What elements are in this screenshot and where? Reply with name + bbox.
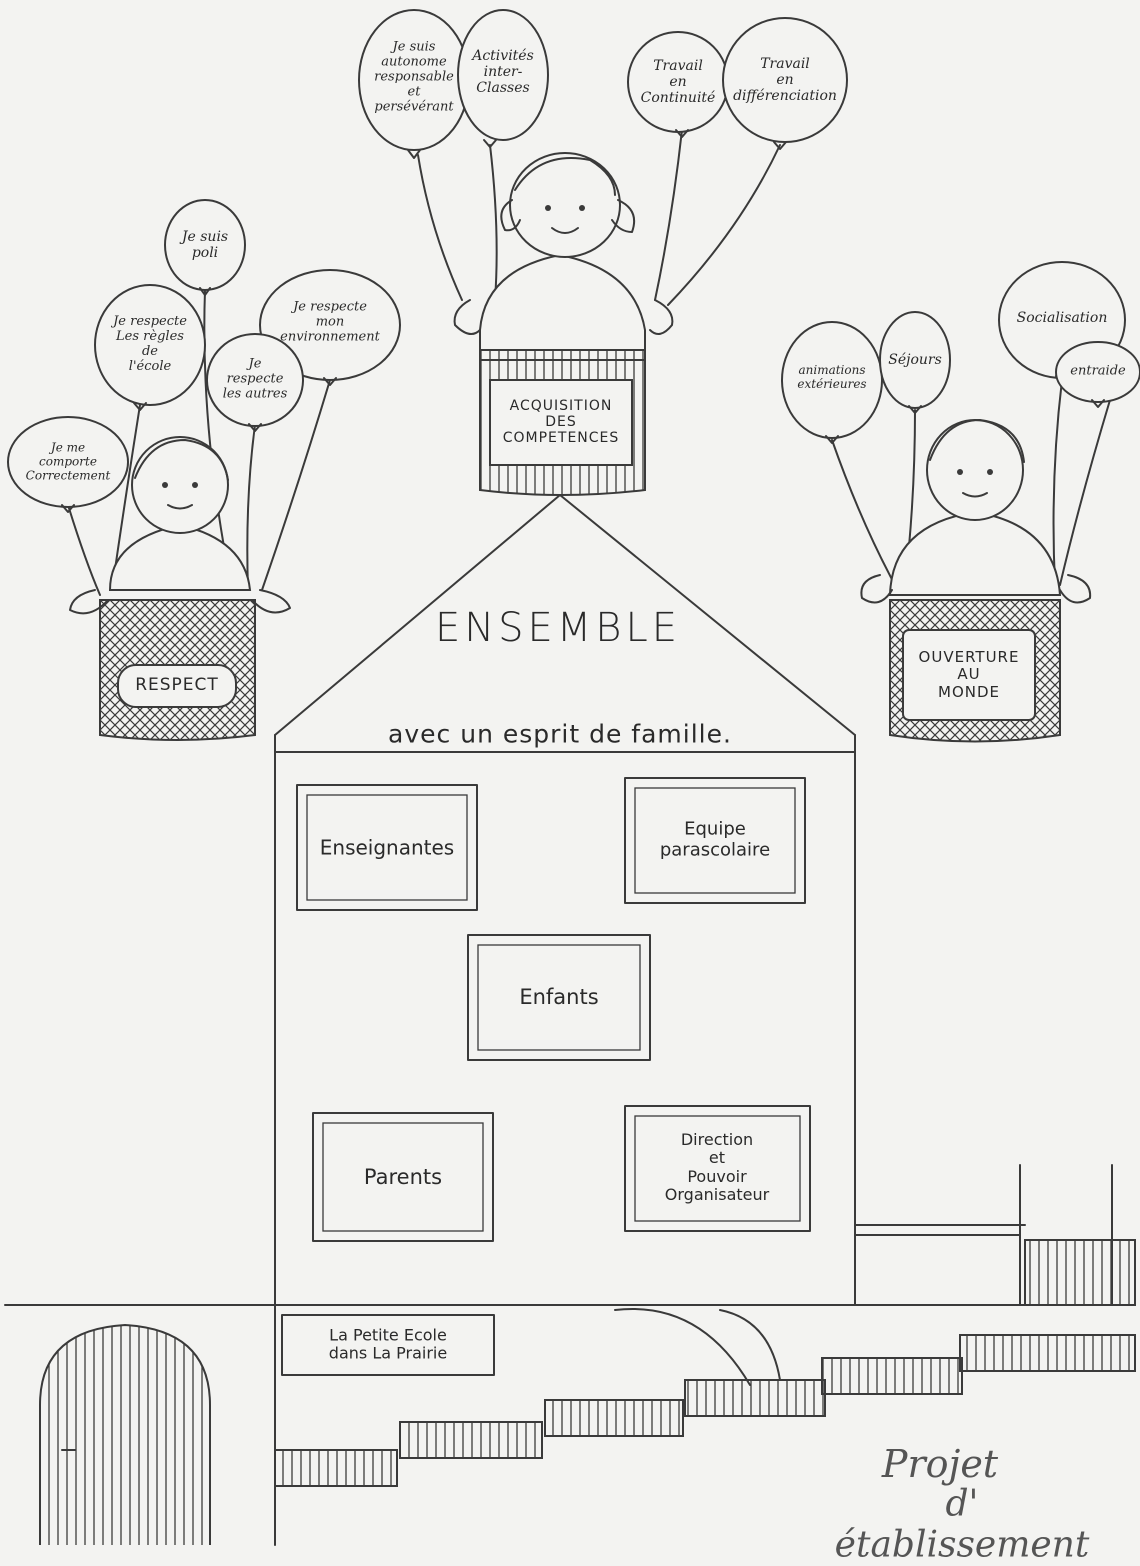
balloon-school-rules <box>94 284 206 411</box>
child-center <box>453 152 674 361</box>
basket-right <box>889 599 1061 743</box>
door <box>39 1323 211 1545</box>
balloon-label-stays: Séjours <box>888 351 942 368</box>
balloon-autonomy <box>358 9 470 159</box>
window-afterschool-team: Equipe parascolaire <box>659 818 771 860</box>
balloons <box>7 9 1140 513</box>
balloon-label-school-rules: Je respecte Les règles de l'école <box>113 314 187 374</box>
basket-label-respect: RESPECT <box>135 675 219 696</box>
balloon-label-behaviour: Je me comporte Correctement <box>25 440 111 482</box>
balloon-interclass-activities <box>457 9 549 148</box>
window-teachers: Enseignantes <box>319 835 455 860</box>
balloon-environment <box>259 269 401 386</box>
balloon-label-respect-others: Je respecte les autres <box>222 356 288 402</box>
window-direction: Direction et Pouvoir Organisateur <box>664 1130 770 1205</box>
child-left <box>69 436 291 615</box>
balloon-label-outdoor: animations extérieures <box>797 363 867 391</box>
balloon-label-environment: Je respecte mon environnement <box>280 299 380 345</box>
balloon-label-interclass: Activités inter- Classes <box>472 47 534 97</box>
basket-center <box>274 349 856 736</box>
balloon-differentiation-work <box>722 17 848 150</box>
house-subtitle: avec un esprit de famille. <box>388 719 732 749</box>
signature-line-1: Projet <box>881 1442 999 1487</box>
child-right <box>860 419 1092 604</box>
balloon-mutual-aid <box>1055 341 1140 408</box>
balloon-politeness <box>164 199 246 296</box>
signature-line-2: d' établissement <box>834 1483 1090 1566</box>
balloon-label-socialisation: Socialisation <box>1016 309 1108 326</box>
balloon-outdoor-activities <box>781 321 883 444</box>
balloon-label-differentiation: Travail en différenciation <box>733 55 837 105</box>
balloon-stays <box>879 311 951 414</box>
window-parents: Parents <box>363 1164 443 1189</box>
balloon-label-autonomy: Je suis autonome responsable et persévér… <box>374 39 454 115</box>
balloon-label-continuity: Travail en Continuité <box>640 57 716 107</box>
window-children: Enfants <box>519 984 599 1009</box>
basket-label-competences: ACQUISITION DES COMPETENCES <box>502 397 620 447</box>
balloon-strings <box>67 129 1111 596</box>
fence <box>854 1164 1136 1306</box>
basket-left <box>99 599 256 741</box>
balloon-behaviour <box>7 416 129 513</box>
balloon-respect-others <box>206 333 304 432</box>
roof-title: ENSEMBLE <box>434 605 682 651</box>
balloon-label-mutual-aid: entraide <box>1070 363 1126 379</box>
basket-label-openness: OUVERTURE AU MONDE <box>918 648 1020 701</box>
stairs <box>274 1308 1136 1487</box>
house <box>4 734 1136 1546</box>
school-name-sign: La Petite Ecole dans La Prairie <box>328 1325 448 1363</box>
balloon-label-politeness: Je suis poli <box>181 228 229 261</box>
